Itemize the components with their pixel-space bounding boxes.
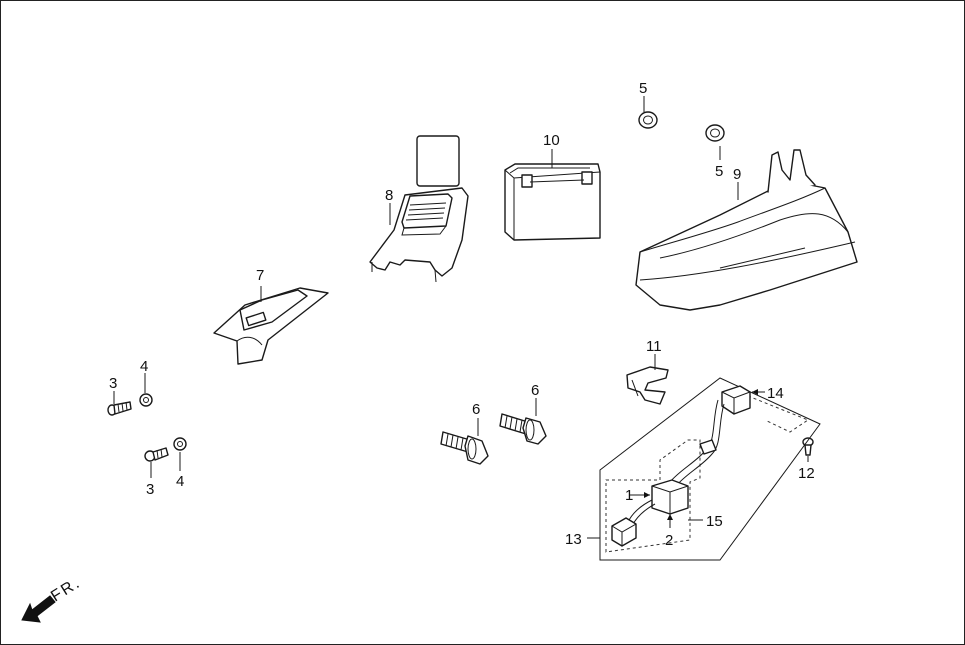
callout-12: 12 bbox=[798, 465, 815, 482]
callout-6-left: 6 bbox=[472, 401, 480, 418]
callout-2: 2 bbox=[665, 532, 673, 549]
callout-10: 10 bbox=[543, 132, 560, 149]
part-8-bracket bbox=[369, 135, 469, 283]
front-arrow-icon bbox=[21, 595, 56, 623]
pointer-arrowheads bbox=[644, 389, 758, 520]
callout-5-upper: 5 bbox=[639, 80, 647, 97]
callout-11: 11 bbox=[646, 338, 662, 355]
part-4-washer-upper bbox=[139, 393, 153, 407]
part-5-grommets bbox=[638, 111, 725, 142]
callout-3-lower: 3 bbox=[146, 481, 154, 498]
callout-9: 9 bbox=[733, 166, 741, 183]
callout-6-right: 6 bbox=[531, 382, 539, 399]
callout-labels: 1 2 3 3 4 4 5 5 6 6 7 8 9 10 11 12 13 14… bbox=[109, 80, 815, 549]
callout-13: 13 bbox=[565, 531, 582, 548]
part-10-battery bbox=[504, 163, 601, 241]
part-7-tray bbox=[213, 287, 329, 365]
callout-1: 1 bbox=[625, 487, 633, 504]
callout-4-lower: 4 bbox=[176, 473, 184, 490]
callout-5-lower: 5 bbox=[715, 163, 723, 180]
part-11-bracket bbox=[626, 366, 669, 405]
callout-3-upper: 3 bbox=[109, 375, 117, 392]
front-direction-indicator: FR. bbox=[21, 574, 84, 623]
part-9-seat bbox=[635, 149, 858, 311]
callout-7: 7 bbox=[256, 267, 264, 284]
callout-14: 14 bbox=[767, 385, 784, 402]
callout-8: 8 bbox=[385, 187, 393, 204]
callout-15: 15 bbox=[706, 513, 723, 530]
front-direction-label: FR. bbox=[48, 574, 84, 605]
part-13-harness-assembly bbox=[599, 377, 821, 561]
leader-lines bbox=[113, 96, 809, 539]
part-3-screw-lower bbox=[144, 447, 169, 462]
part-4-washer-lower bbox=[173, 437, 187, 451]
part-6-bolt-right bbox=[499, 413, 547, 445]
part-6-bolt-left bbox=[440, 431, 489, 465]
part-3-screw-upper bbox=[107, 401, 132, 416]
callout-4-upper: 4 bbox=[140, 358, 148, 375]
